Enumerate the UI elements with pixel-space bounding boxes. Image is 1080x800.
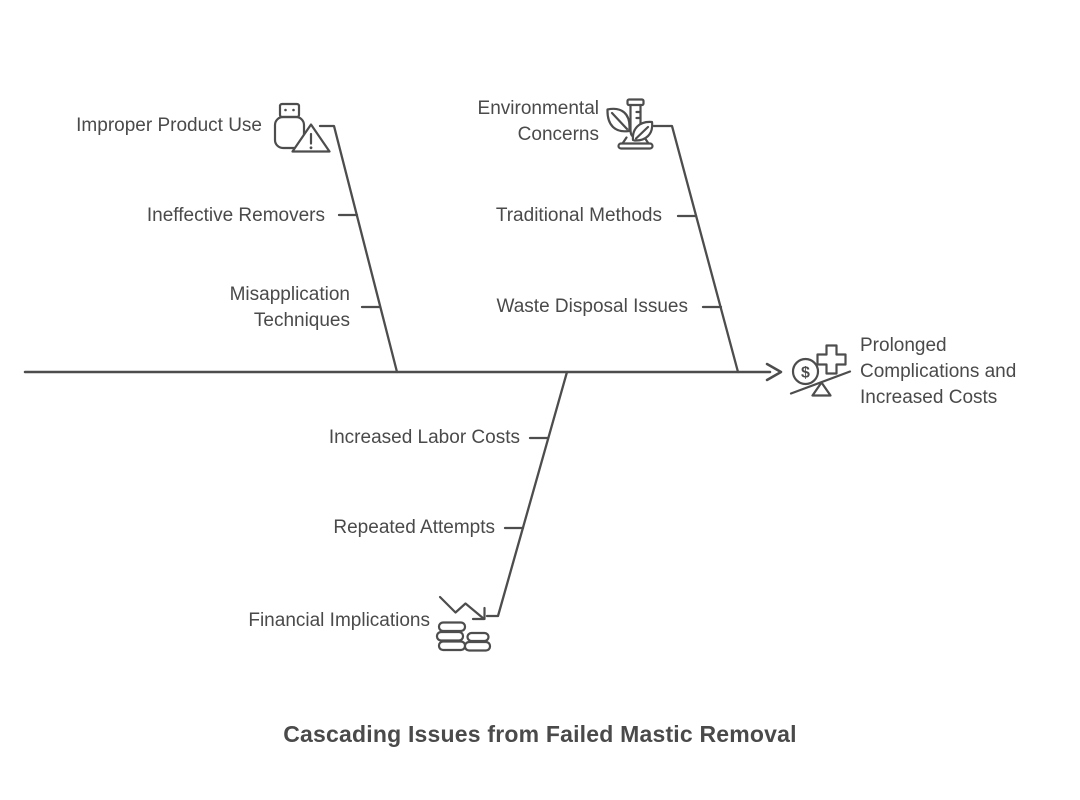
branch-line-improper-product-use — [318, 124, 399, 374]
category-label-financial-implications: Financial Implications — [248, 610, 430, 631]
branch-line-environmental-concerns — [652, 124, 740, 374]
dollar-sign-glyph: $ — [801, 365, 810, 382]
branch-line-financial-implications — [485, 370, 569, 618]
cause-label-increased-labor-costs: Increased Labor Costs — [328, 427, 520, 448]
cause-label-ineffective-removers: Ineffective Removers — [146, 205, 325, 226]
category-label-environmental-concerns: Environmental Concerns — [477, 98, 599, 145]
eco-flask-icon — [606, 98, 654, 150]
cause-label-misapplication-techniques: Misapplication Techniques — [229, 284, 350, 331]
spine-arrowhead — [765, 362, 783, 382]
cause-label-traditional-methods: Traditional Methods — [495, 205, 662, 226]
cause-label-waste-disposal-issues: Waste Disposal Issues — [496, 296, 688, 317]
outcome-label: Prolonged Complications and Increased Co… — [860, 335, 1017, 408]
usb-warning-icon — [273, 102, 331, 153]
coins-decline-icon — [435, 595, 492, 652]
cost-balance-icon: $ — [789, 344, 852, 397]
category-label-improper-product-use: Improper Product Use — [76, 115, 262, 136]
diagram-title: Cascading Issues from Failed Mastic Remo… — [283, 721, 797, 747]
cause-label-repeated-attempts: Repeated Attempts — [333, 517, 495, 538]
